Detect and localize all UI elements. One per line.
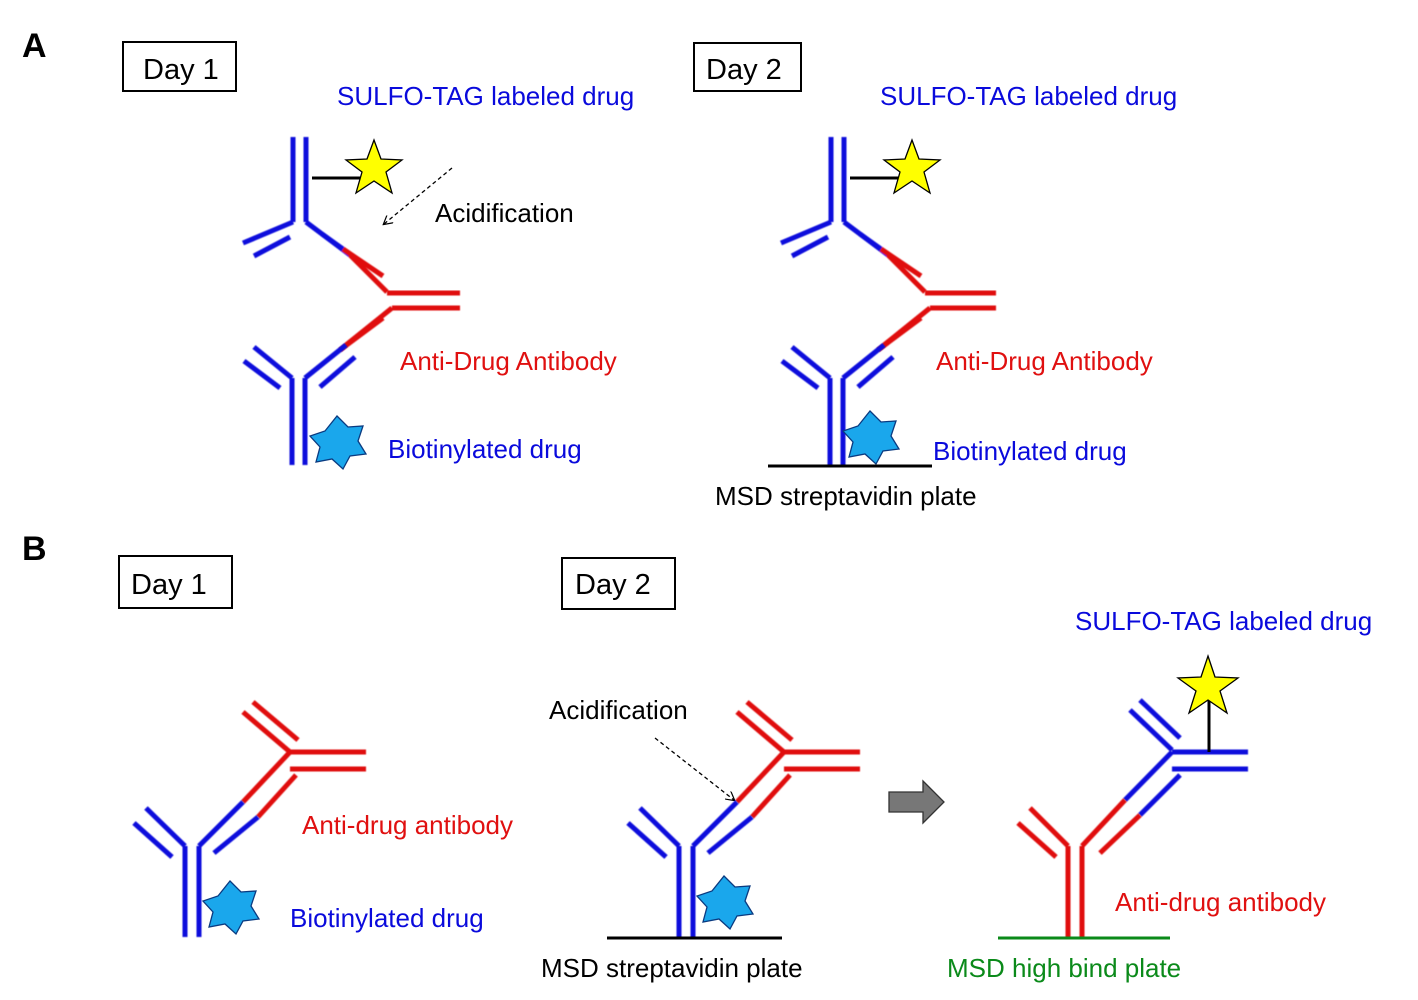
panel-b-day1-ada-label: Anti-drug antibody xyxy=(302,810,513,840)
panel-b-result-ada-label: Anti-drug antibody xyxy=(1115,887,1326,917)
panel-b-day1-badge: Day 1 xyxy=(118,555,233,609)
panel-a-day2-sulfo-drug xyxy=(780,137,927,294)
panel-b-day1-ada xyxy=(241,700,366,819)
panel-a-day2-biotin-label: Biotinylated drug xyxy=(933,436,1127,466)
panel-a-day2-ada-label: Anti-Drug Antibody xyxy=(936,346,1153,376)
panel-a-day2-plate-label: MSD streptavidin plate xyxy=(715,481,977,511)
panel-a-day1-biotin-drug xyxy=(242,343,357,465)
panel-a-day2-badge: Day 2 xyxy=(693,42,802,92)
panel-b-day2-acid-arrow xyxy=(654,737,734,800)
yellow-star-icon xyxy=(1176,653,1240,715)
panel-b-day2-acid-label: Acidification xyxy=(549,695,688,725)
panel-b-day2-ada xyxy=(735,700,860,819)
yellow-star-icon xyxy=(882,138,942,195)
panel-b-day1-biotin-label: Biotinylated drug xyxy=(290,903,484,933)
panel-a-day1-badge: Day 1 xyxy=(122,41,237,92)
panel-b-day2-badge: Day 2 xyxy=(561,557,676,610)
blue-star-icon xyxy=(841,410,901,466)
panel-b-day2-biotin-drug xyxy=(626,800,754,938)
panel-b-day2-label: Day 2 xyxy=(575,569,651,601)
blue-star-icon xyxy=(201,880,261,936)
panel-b-result-sulfo-label: SULFO-TAG labeled drug xyxy=(1075,606,1372,636)
panel-a-day1-sulfo-label: SULFO-TAG labeled drug xyxy=(337,81,634,111)
panel-a-day1-ada xyxy=(338,290,460,353)
panel-b-letter: B xyxy=(22,530,47,568)
panel-a-day1-acid-label: Acidification xyxy=(435,198,574,228)
panel-b-result-plate-label: MSD high bind plate xyxy=(947,953,1181,983)
panel-a-day1-acid-arrow xyxy=(384,167,453,224)
panel-a-day1-biotin-label: Biotinylated drug xyxy=(388,434,582,464)
panel-a-day2-biotin-drug xyxy=(780,343,895,466)
panel-b-day1-label: Day 1 xyxy=(131,569,207,601)
panel-b-result-sulfo-drug xyxy=(1123,698,1248,817)
panel-a-day1-sulfo-drug xyxy=(242,137,389,294)
panel-a-letter: A xyxy=(22,27,47,65)
panel-b-day2-plate-label: MSD streptavidin plate xyxy=(541,953,803,983)
panel-a-day2-ada xyxy=(876,290,996,353)
gray-right-arrow-icon xyxy=(888,779,945,825)
blue-star-icon xyxy=(308,415,368,471)
panel-a-day2-sulfo-label: SULFO-TAG labeled drug xyxy=(880,81,1177,111)
panel-b-result-ada xyxy=(1016,798,1142,938)
panel-b-day1-biotin-drug xyxy=(132,800,260,937)
blue-star-icon xyxy=(695,875,755,931)
yellow-star-icon xyxy=(344,138,404,195)
panel-a-day1-label: Day 1 xyxy=(143,54,219,86)
panel-a-day1-ada-label: Anti-Drug Antibody xyxy=(400,346,617,376)
panel-a-day2-label: Day 2 xyxy=(706,54,782,86)
